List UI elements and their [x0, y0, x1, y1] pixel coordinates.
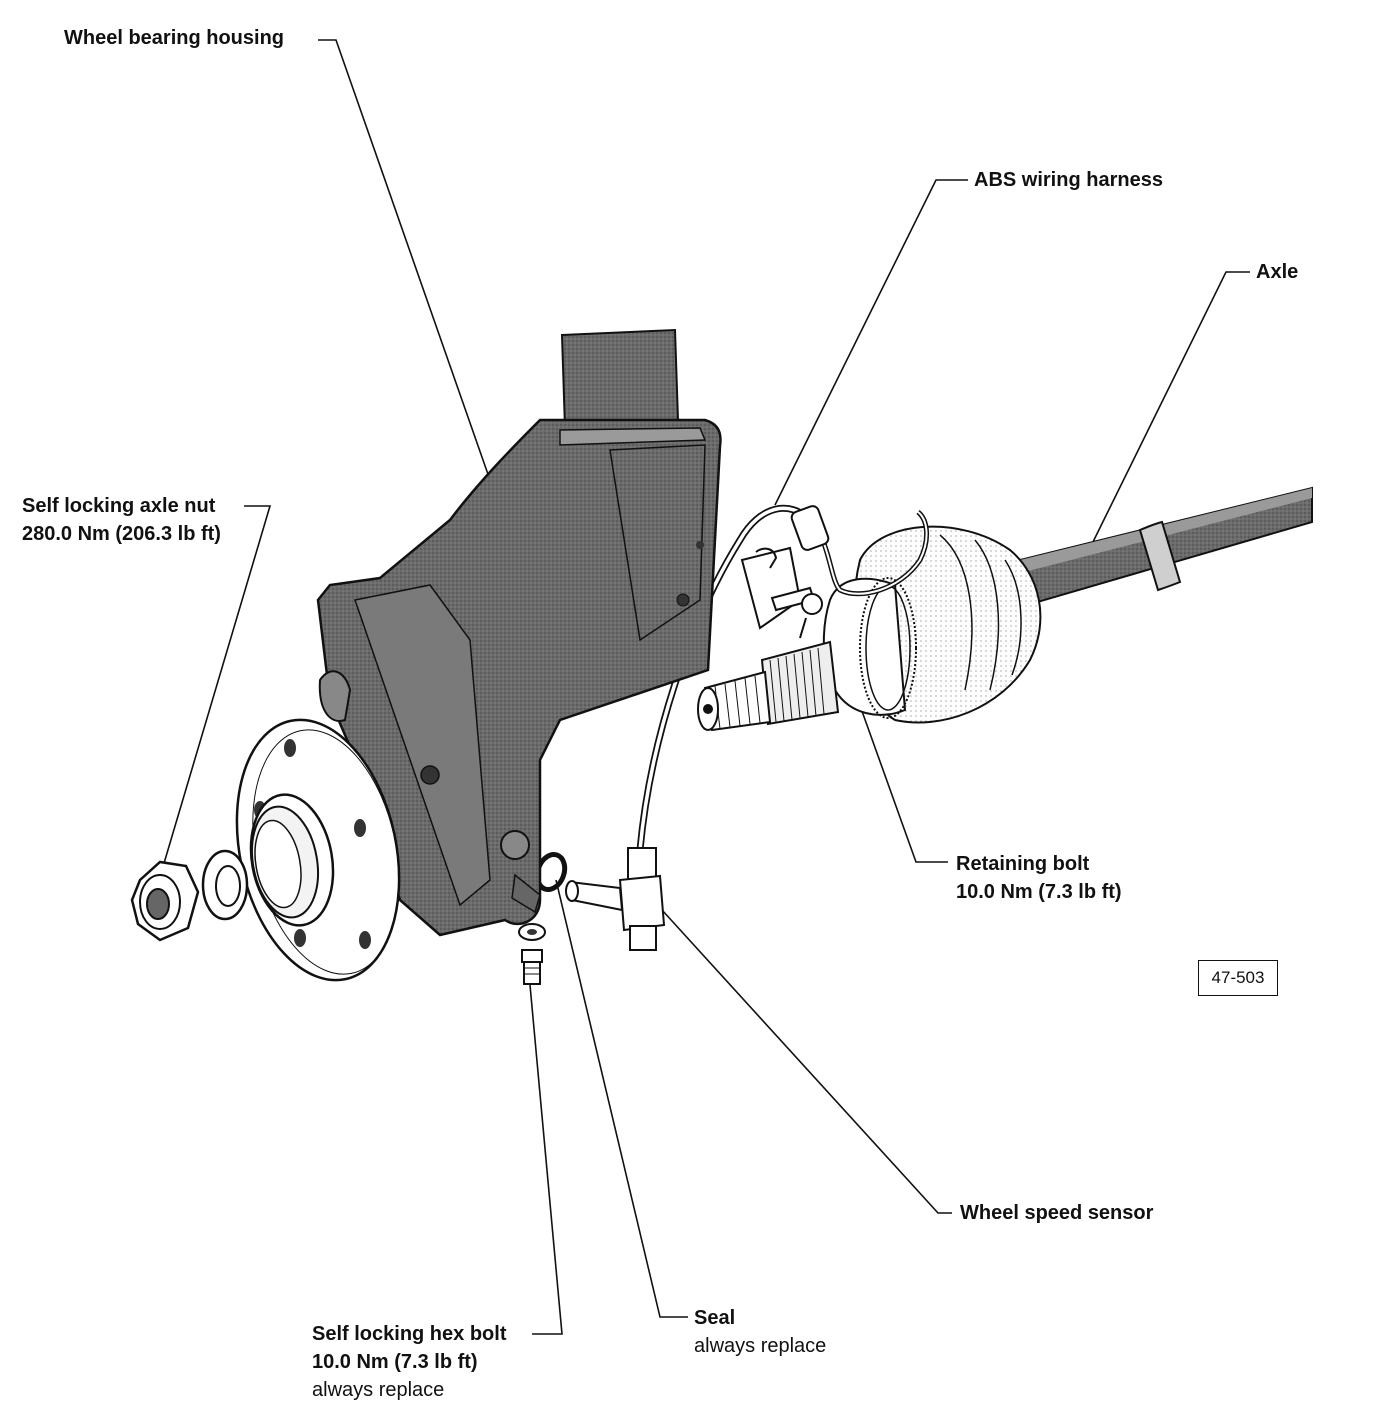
leader-wheel-bearing-housing [318, 39, 491, 481]
wheel-speed-sensor-part [565, 847, 666, 951]
leader-axle [1089, 271, 1250, 549]
hex-bolt-part [518, 923, 546, 985]
label-abs-wiring-harness: ABS wiring harness [974, 166, 1163, 194]
axle-washer-part [201, 849, 249, 921]
label-retaining-bolt: Retaining bolt 10.0 Nm (7.3 lb ft) [956, 850, 1122, 906]
label-note: always replace [312, 1379, 445, 1401]
label-seal: Seal always replace [694, 1304, 826, 1360]
leader-hex-bolt [529, 984, 563, 1335]
label-text: ABS wiring harness [974, 169, 1163, 191]
label-text: Wheel bearing housing [64, 27, 285, 49]
cv-joint-boot [822, 525, 1042, 724]
axle-nut-part [130, 860, 200, 942]
label-text: Self locking axle nut [22, 495, 216, 517]
label-torque: 10.0 Nm (7.3 lb ft) [312, 1351, 478, 1373]
leader-wheel-speed-sensor [661, 909, 952, 1214]
label-text: Self locking hex bolt [312, 1323, 507, 1345]
label-wheel-speed-sensor: Wheel speed sensor [960, 1199, 1153, 1227]
label-axle-nut: Self locking axle nut 280.0 Nm (206.3 lb… [22, 492, 221, 548]
label-torque: 10.0 Nm (7.3 lb ft) [956, 881, 1122, 903]
label-hex-bolt: Self locking hex bolt 10.0 Nm (7.3 lb ft… [312, 1320, 506, 1404]
wheel-bearing-housing-part [316, 328, 722, 937]
splined-stub-shaft [697, 640, 840, 732]
label-torque: 280.0 Nm (206.3 lb ft) [22, 523, 221, 545]
leader-seal [555, 879, 688, 1318]
figure-number: 47-503 [1198, 960, 1278, 996]
wheel-hub-part [235, 718, 401, 982]
label-wheel-bearing-housing: Wheel bearing housing [64, 24, 284, 52]
axle-shaft [998, 486, 1313, 612]
sensor-bracket [740, 546, 823, 639]
label-text: Seal [694, 1307, 736, 1329]
label-text: Axle [1256, 261, 1299, 283]
label-text: Wheel speed sensor [960, 1202, 1154, 1224]
label-text: Retaining bolt [956, 853, 1090, 875]
leader-lines [161, 39, 1250, 1335]
leader-retaining-bolt [857, 699, 948, 863]
label-note: always replace [694, 1335, 827, 1357]
label-axle: Axle [1256, 258, 1298, 286]
leader-abs-wiring-harness [774, 179, 968, 506]
leader-axle-nut [161, 505, 272, 871]
